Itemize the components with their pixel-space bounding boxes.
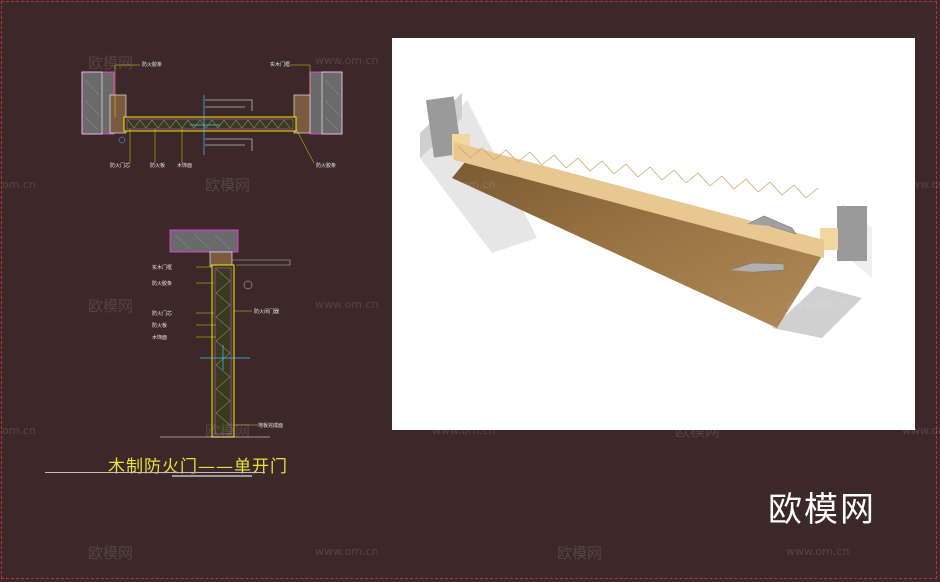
left-wall-section bbox=[81, 71, 115, 135]
title-underline bbox=[45, 472, 265, 473]
watermark: 欧模网 bbox=[88, 54, 134, 72]
title-underline-accent bbox=[172, 475, 252, 477]
watermark-url: www.om.cn bbox=[786, 298, 850, 311]
handle-bottom bbox=[205, 138, 253, 151]
door-leaf-render bbox=[452, 156, 822, 328]
section-label-l2: 防火胶条 bbox=[152, 280, 172, 287]
watermark-url: www.om.cn bbox=[902, 424, 940, 437]
watermark-url: www.om.cn bbox=[432, 178, 496, 191]
watermark: 欧模网 bbox=[88, 297, 134, 315]
door-edge-render bbox=[454, 142, 824, 258]
section-label-r1: 防火闭门器 bbox=[254, 308, 279, 315]
door-section-view: 实木门框 防火胶条 防火门芯 防火板 木饰面 防火闭门器 地板完成面 bbox=[152, 229, 291, 438]
watermark: 欧模网 bbox=[675, 176, 721, 194]
head-wall bbox=[169, 229, 239, 253]
right-wall-render bbox=[772, 286, 862, 338]
plan-label-top-right: 实木门框 bbox=[270, 61, 290, 68]
door-3d-render bbox=[392, 38, 915, 430]
watermark: 欧模网 bbox=[557, 54, 603, 72]
right-wall-section bbox=[309, 71, 343, 135]
watermark: 欧模网 bbox=[205, 422, 251, 440]
watermark-url: www.om.cn bbox=[315, 298, 379, 311]
section-label-l5: 木饰面 bbox=[152, 334, 167, 341]
door-plan-view: 防火胶条 实木门框 防火门芯 防火板 木饰面 防火胶条 bbox=[81, 61, 343, 169]
door-closer bbox=[232, 259, 291, 266]
plan-label-top-left: 防火胶条 bbox=[142, 61, 162, 68]
watermark-url: www.om.cn bbox=[432, 424, 496, 437]
watermark-url: om.cn bbox=[2, 424, 36, 437]
section-label-r2: 地板完成面 bbox=[258, 422, 283, 429]
handle-bottom-render bbox=[729, 262, 785, 273]
watermark: 欧模网 bbox=[675, 422, 721, 440]
watermark: 欧模网 bbox=[557, 297, 603, 315]
head-frame bbox=[209, 251, 233, 267]
section-label-l3: 防火门芯 bbox=[152, 310, 172, 317]
door-leaf bbox=[123, 116, 297, 132]
site-logo: 欧模网 bbox=[768, 490, 876, 530]
handle-top bbox=[205, 99, 253, 111]
watermark-url: www.om.cn bbox=[902, 178, 940, 191]
plan-label-bottom-3: 木饰面 bbox=[177, 162, 192, 169]
plan-label-bottom-1: 防火门芯 bbox=[110, 162, 130, 169]
plan-label-bottom-right: 防火胶条 bbox=[316, 162, 336, 169]
left-door-frame bbox=[109, 94, 127, 134]
watermark-url: www.om.cn bbox=[786, 545, 850, 558]
right-frame-render bbox=[820, 228, 838, 250]
watermark-url: www.om.cn bbox=[315, 54, 379, 67]
handle-top-render bbox=[747, 215, 797, 235]
watermark: 欧模网 bbox=[205, 176, 251, 194]
watermark-url: www.om.cn bbox=[786, 54, 850, 67]
plan-label-bottom-2: 防火板 bbox=[150, 162, 165, 169]
watermark: 欧模网 bbox=[557, 544, 603, 562]
section-label-l4: 防火板 bbox=[152, 322, 167, 329]
watermark: 欧模网 bbox=[88, 544, 134, 562]
watermark-url: om.cn bbox=[2, 178, 36, 191]
section-label-l1: 实木门框 bbox=[152, 264, 172, 271]
right-door-frame bbox=[293, 94, 311, 134]
drawing-title: 木制防火门——单开门 bbox=[108, 457, 288, 477]
watermark-url: www.om.cn bbox=[315, 545, 379, 558]
